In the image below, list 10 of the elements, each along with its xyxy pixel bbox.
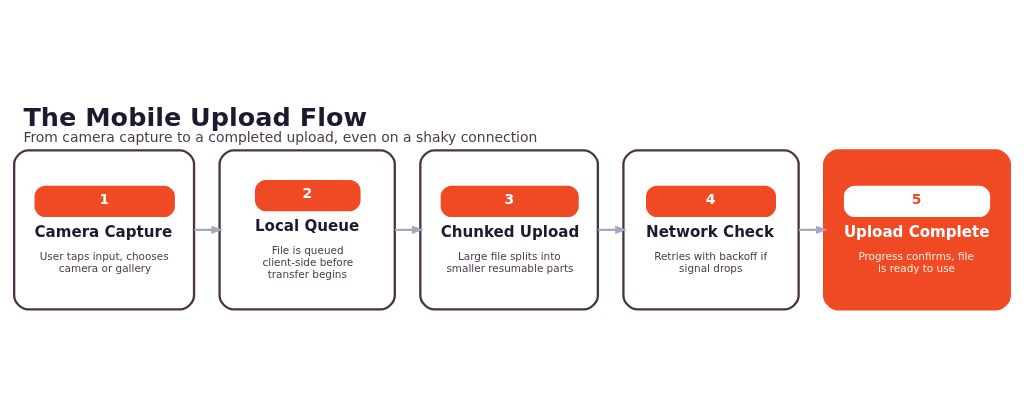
node-box: 4 Network Check Retries with backoff if signal drops (622, 148, 800, 311)
node-box: 5 Upload Complete Progress confirms, file is ready to use (823, 148, 1011, 311)
arrow (194, 225, 223, 234)
diagram-title: The Mobile Upload Flow (23, 101, 367, 132)
node-box: 3 Chunked Upload Large file splits into smaller resumable parts (419, 148, 600, 311)
node-box: 1 Camera Capture User taps input, chooses camera or gallery (13, 148, 196, 311)
arrow (395, 225, 424, 234)
node-box: 2 Local Queue File is queued client-side before transfer begins (218, 148, 396, 311)
arrow (798, 225, 828, 234)
arrow (598, 225, 627, 234)
